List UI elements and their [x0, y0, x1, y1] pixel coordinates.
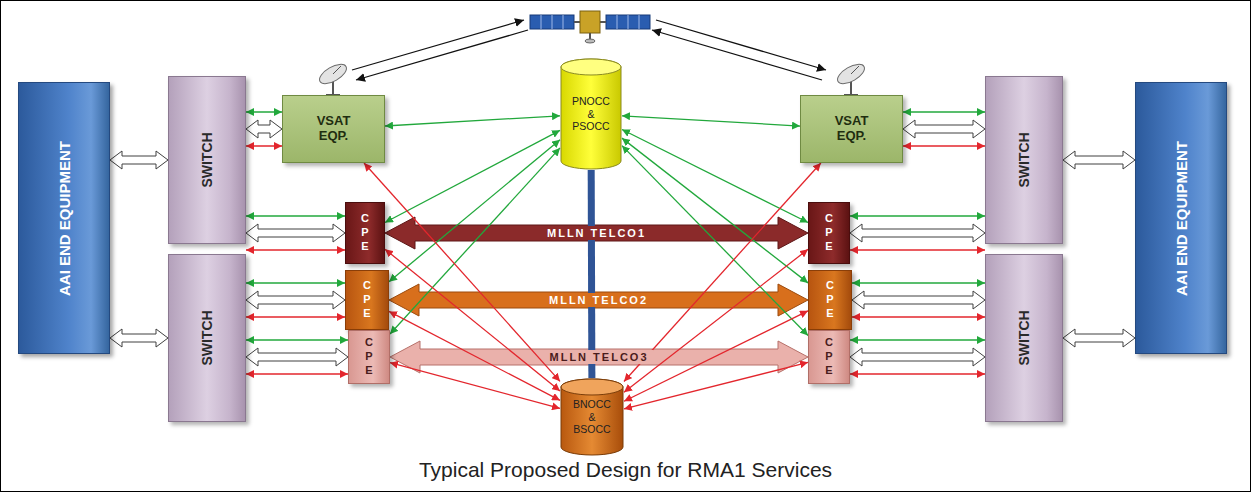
cpe-box: C P E: [808, 330, 850, 384]
edge-label: MLLN TELCO2: [545, 293, 652, 307]
link-line: [850, 249, 985, 250]
cpe-box: C P E: [808, 270, 852, 330]
noc-cylinder: PNOCC & PSOCC: [560, 58, 622, 170]
node-label: VSAT EQP.: [827, 114, 877, 144]
data-arrow: [1063, 151, 1135, 169]
data-arrow: [246, 224, 345, 242]
monitor-line: [389, 140, 560, 282]
link-line: [850, 215, 985, 216]
link-line: [246, 249, 345, 250]
node-label: C P E: [823, 336, 835, 377]
node-label: PNOCC & PSOCC: [568, 95, 614, 133]
vsat-box: VSAT EQP.: [800, 95, 903, 163]
monitor-line: [624, 163, 821, 381]
link-line: [850, 339, 985, 340]
monitor-line: [624, 249, 808, 392]
link-line: [246, 282, 345, 283]
node-label: C P E: [823, 212, 835, 253]
link-line: [246, 111, 282, 112]
link-line: [246, 373, 348, 374]
satellite-link: [352, 20, 826, 80]
data-arrow: [903, 120, 985, 138]
switch-box: SWITCH: [168, 254, 246, 422]
monitor-line: [622, 116, 800, 126]
link-line: [852, 282, 985, 283]
node-label: VSAT EQP.: [309, 114, 359, 144]
node-label: C P E: [361, 279, 373, 320]
node-label: AAI END EQUIPMENT: [56, 140, 73, 295]
link-line: [246, 316, 345, 317]
monitor-line: [385, 249, 560, 391]
noc-cylinder: BNOCC & BSOCC: [560, 378, 624, 456]
node-label: C P E: [363, 336, 375, 377]
node-label: BNOCC & BSOCC: [569, 398, 615, 436]
data-arrow: [850, 348, 985, 366]
data-arrow: [110, 151, 168, 169]
monitor-line: [390, 363, 560, 409]
edge-label: MLLN TELCO3: [546, 350, 653, 364]
monitor-line: [389, 311, 560, 400]
mlln-arrow: [389, 284, 808, 316]
cpe-box: C P E: [348, 330, 390, 384]
cpe-box: C P E: [808, 202, 850, 264]
data-arrow: [110, 329, 168, 347]
equipment-box: AAI END EQUIPMENT: [1135, 82, 1227, 354]
switch-box: SWITCH: [985, 76, 1063, 244]
cpe-box: C P E: [345, 202, 385, 264]
data-arrow: [1063, 329, 1135, 347]
link-line: [246, 215, 345, 216]
data-arrow: [850, 224, 985, 242]
node-label: SWITCH: [199, 132, 215, 187]
cpe-box: C P E: [345, 270, 389, 330]
link-line: [903, 111, 985, 112]
backbone-line: [588, 170, 596, 378]
link-line: [852, 316, 985, 317]
data-arrow: [852, 291, 985, 309]
dish-antenna: [835, 60, 868, 95]
data-arrow: [246, 348, 348, 366]
monitor-line: [364, 163, 560, 381]
monitor-line: [624, 362, 808, 409]
node-label: SWITCH: [1016, 132, 1032, 187]
node-label: C P E: [824, 279, 836, 320]
dish-antenna: [317, 60, 350, 95]
node-label: SWITCH: [1016, 310, 1032, 365]
node-label: AAI END EQUIPMENT: [1173, 140, 1190, 295]
node-label: C P E: [359, 212, 371, 253]
monitor-line: [622, 146, 808, 336]
mlln-arrow: [390, 341, 808, 373]
monitor-line: [385, 116, 560, 126]
switch-box: SWITCH: [168, 76, 246, 244]
link-line: [246, 339, 348, 340]
link-line: [246, 145, 282, 146]
caption: Typical Proposed Design for RMA1 Service…: [0, 458, 1251, 482]
satellite-icon: [530, 11, 650, 43]
switch-box: SWITCH: [985, 254, 1063, 422]
vsat-box: VSAT EQP.: [282, 95, 385, 163]
data-arrow: [246, 291, 345, 309]
link-line: [903, 145, 985, 146]
data-arrow: [246, 120, 282, 138]
link-line: [850, 373, 985, 374]
equipment-box: AAI END EQUIPMENT: [18, 82, 110, 354]
edge-label: MLLN TELCO1: [543, 226, 650, 240]
monitor-line: [622, 138, 808, 283]
monitor-line: [390, 148, 560, 334]
node-label: SWITCH: [199, 310, 215, 365]
